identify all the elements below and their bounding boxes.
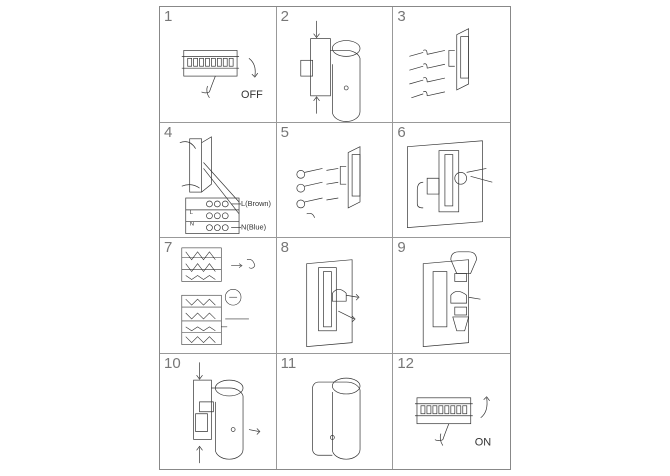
step-4-panel: 4 L N L(Brown) N(Blue) [160, 122, 277, 238]
step-number: 1 [164, 8, 173, 25]
step-5-panel: 5 [276, 122, 394, 238]
step-number: 2 [280, 8, 289, 25]
step-number: 7 [164, 239, 173, 256]
step-7-panel: 7 [160, 238, 277, 354]
connector-detail-illustration [181, 247, 256, 345]
step-number: 9 [397, 239, 406, 256]
insert-bulbs-illustration [423, 251, 481, 347]
blue-wire-label: N(Blue) [241, 222, 266, 231]
step-number: 6 [397, 123, 406, 141]
step-2-panel: 2 [276, 7, 394, 123]
step-3-panel: 3 [393, 7, 510, 123]
assembled-lamp-illustration [311, 377, 361, 459]
brown-wire-label: L(Brown) [241, 198, 271, 207]
step-number: 10 [164, 354, 181, 372]
terminal-l-label: L [190, 209, 194, 215]
breaker-on-illustration: ON [415, 395, 491, 448]
step-1-panel: 1 OFF [160, 7, 277, 123]
terminal-n-label: N [190, 221, 194, 227]
instruction-grid: 1 OFF 2 [159, 6, 511, 470]
step-number: 5 [280, 123, 289, 141]
step-number: 11 [280, 354, 297, 372]
step-8-panel: 8 [276, 238, 394, 354]
step-number: 8 [280, 239, 289, 256]
step-number: 4 [164, 123, 173, 141]
step-11-panel: 11 [277, 353, 394, 469]
fix-bracket-illustration [296, 145, 361, 218]
mount-bracket-illustration [409, 28, 470, 99]
step-9-panel: 9 [393, 238, 510, 354]
on-label: ON [475, 436, 491, 448]
step-6-panel: 6 [393, 123, 510, 238]
attach-lamp-illustration [407, 139, 493, 228]
off-label: OFF [241, 89, 263, 101]
refit-cover-illustration [193, 361, 261, 463]
remove-cover-illustration [300, 20, 361, 122]
step-10-panel: 10 [160, 353, 277, 469]
step-12-panel: 12 ON [393, 354, 510, 470]
screw-base-illustration [306, 259, 360, 347]
wiring-illustration: L N L(Brown) N(Blue) [179, 135, 271, 234]
step-number: 12 [397, 354, 415, 372]
breaker-off-illustration: OFF [181, 50, 263, 101]
step-number: 3 [397, 8, 406, 25]
